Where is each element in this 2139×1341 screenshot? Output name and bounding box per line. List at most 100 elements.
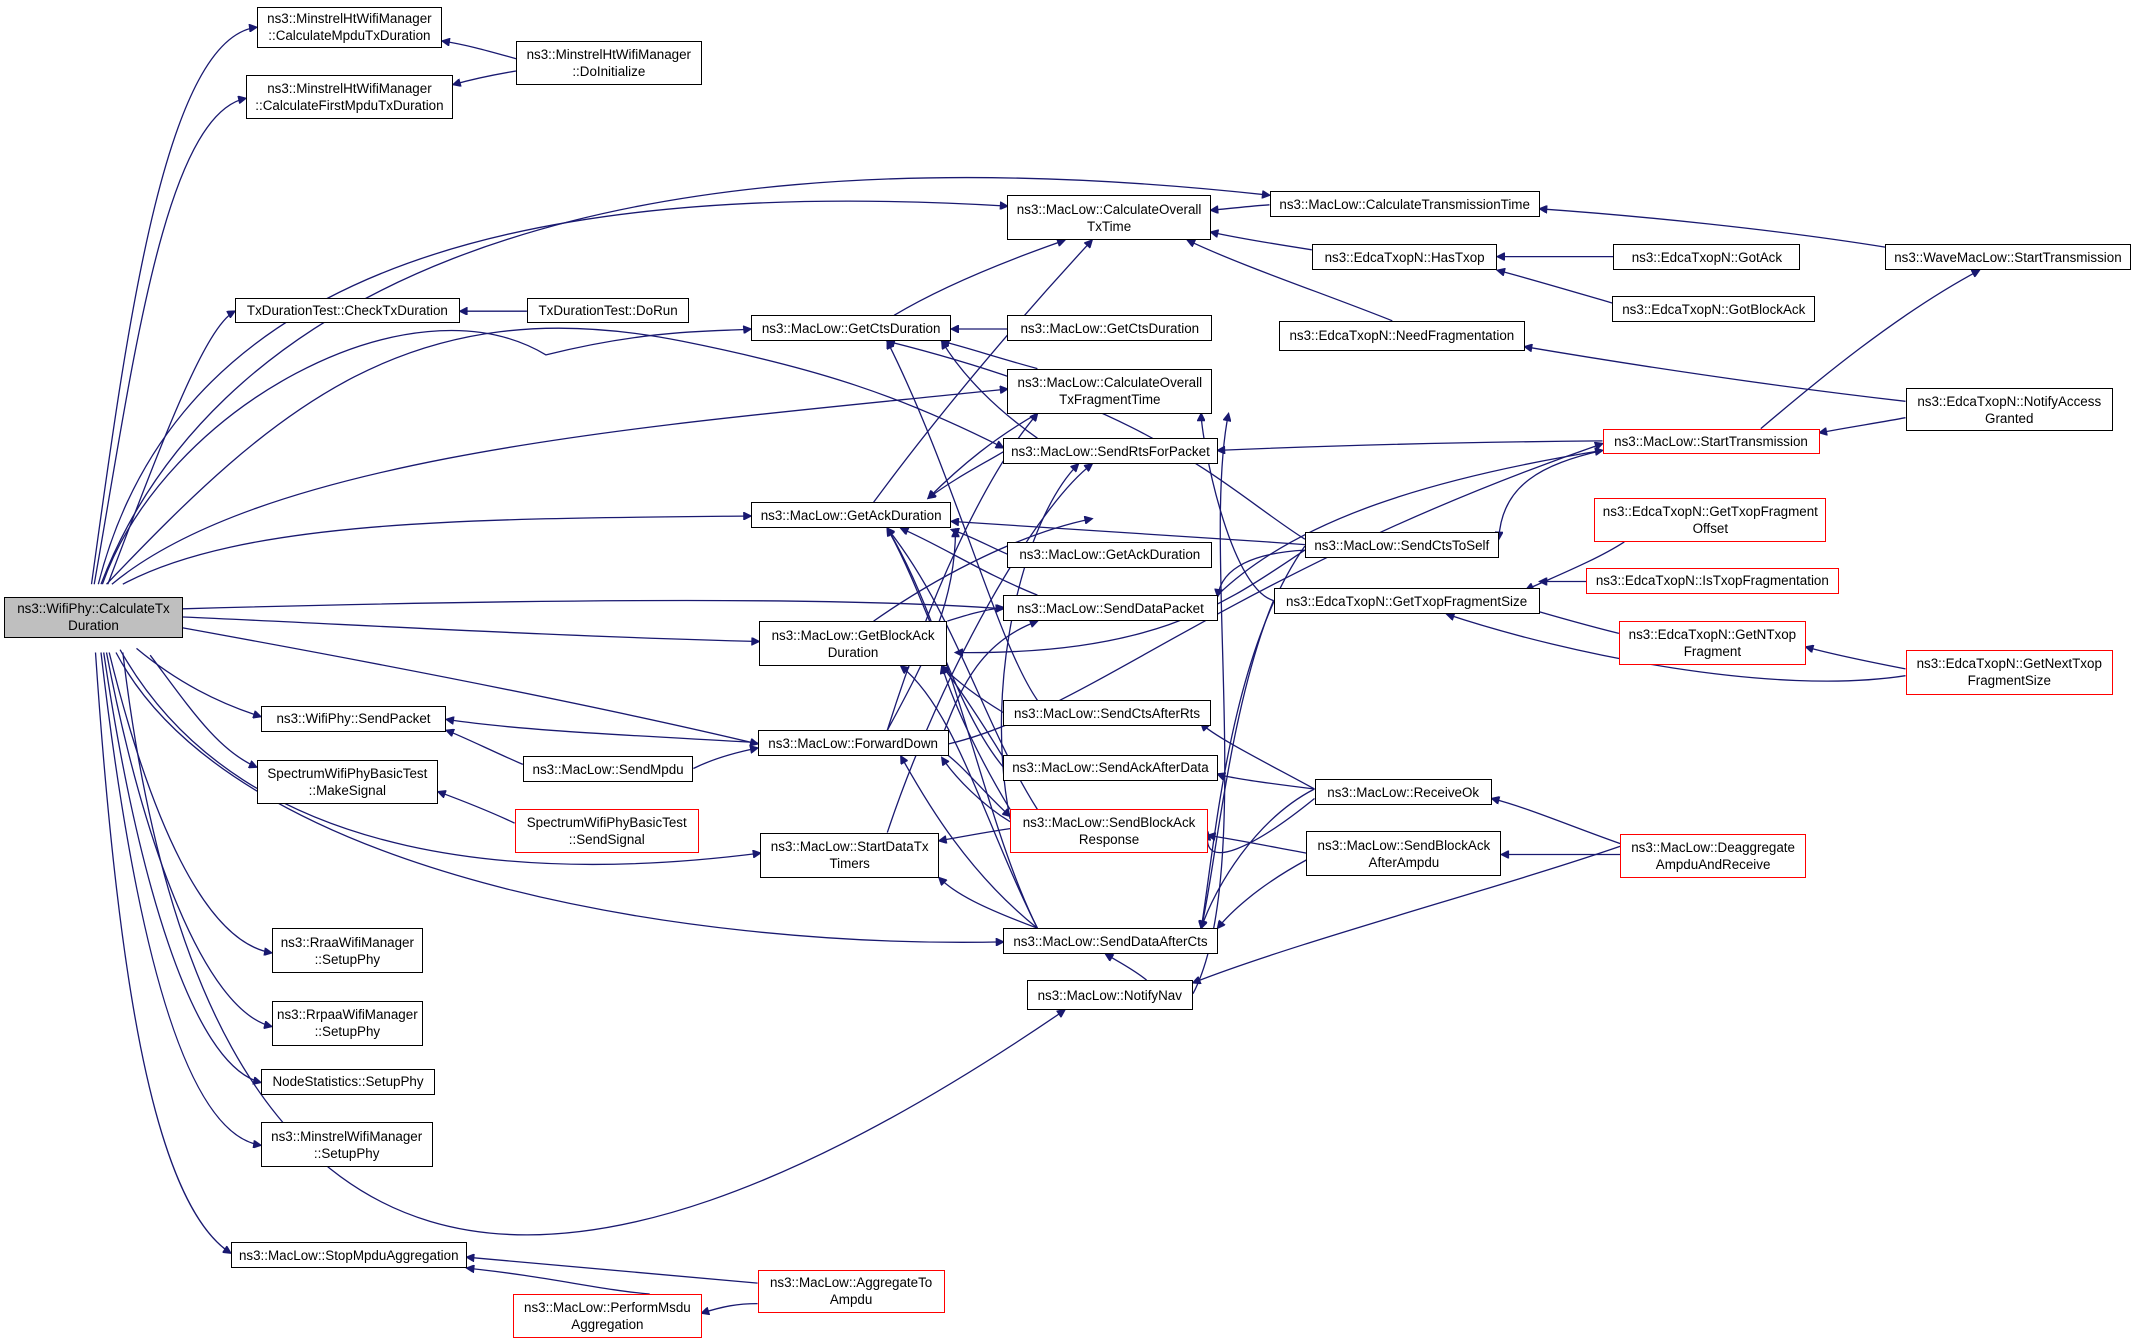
function-node[interactable]: ns3::EdcaTxopN::GetNTxop Fragment bbox=[1618, 621, 1806, 665]
call-edge-n2-to-n1 bbox=[442, 41, 517, 60]
call-edge-n31-to-n30 bbox=[446, 719, 758, 744]
function-node[interactable]: ns3::MacLow::CalculateOverall TxFragment… bbox=[1007, 368, 1213, 414]
call-edge-n15-to-n20 bbox=[928, 413, 1038, 499]
function-node[interactable]: SpectrumWifiPhyBasicTest ::MakeSignal bbox=[256, 760, 439, 804]
call-edge-n41-to-n31 bbox=[901, 756, 1038, 929]
function-node[interactable]: TxDurationTest::CheckTxDuration bbox=[234, 297, 460, 324]
call-edge-n21-to-n20 bbox=[951, 521, 1305, 546]
call-edge-n19-to-n23 bbox=[1526, 541, 1625, 590]
call-edge-n46-to-root bbox=[100, 652, 261, 1146]
call-edge-n35-to-n29 bbox=[1201, 724, 1315, 790]
call-edge-n4-to-root bbox=[97, 200, 1007, 585]
function-node[interactable]: ns3::MacLow::SendRtsForPacket bbox=[1003, 438, 1218, 465]
function-node[interactable]: ns3::MacLow::SendBlockAck AfterAmpdu bbox=[1306, 831, 1502, 877]
function-node[interactable]: ns3::EdcaTxopN::GetTxopFragment Offset bbox=[1594, 498, 1827, 542]
call-edge-n26-to-n25 bbox=[947, 607, 1003, 622]
function-node[interactable]: ns3::MacLow::SendDataAfterCts bbox=[1003, 928, 1218, 955]
call-edge-n17-to-n20 bbox=[928, 451, 1004, 498]
function-node[interactable]: ns3::MacLow::GetCtsDuration bbox=[1007, 315, 1213, 342]
function-node[interactable]: ns3::MacLow::StopMpduAggregation bbox=[230, 1242, 467, 1269]
function-node[interactable]: ns3::EdcaTxopN::GotBlockAck bbox=[1612, 296, 1816, 323]
call-edge-n40-to-n43 bbox=[1193, 845, 1621, 983]
call-edge-n45-to-root bbox=[103, 652, 261, 1083]
call-edge-n23-to-n41 bbox=[1201, 600, 1275, 929]
call-edge-n15-to-n12 bbox=[942, 341, 1038, 370]
function-node[interactable]: ns3::EdcaTxopN::GetNextTxop FragmentSize bbox=[1905, 649, 2113, 695]
call-edge-n6-to-n4 bbox=[1211, 232, 1312, 251]
function-node[interactable]: ns3::MacLow::SendCtsToSelf bbox=[1304, 532, 1499, 559]
call-edge-n48-to-n49 bbox=[702, 1302, 758, 1314]
call-edge-n26-to-root bbox=[182, 616, 759, 642]
call-edge-n47-to-root bbox=[94, 652, 231, 1254]
call-edge-n42-to-root bbox=[108, 652, 271, 953]
function-node[interactable]: ns3::MacLow::Deaggregate AmpduAndReceive bbox=[1620, 834, 1806, 878]
function-node[interactable]: ns3::MacLow::NotifyNav bbox=[1026, 980, 1193, 1011]
function-node[interactable]: ns3::MinstrelHtWifiManager ::CalculateMp… bbox=[256, 6, 443, 48]
function-node[interactable]: ns3::MacLow::CalculateTransmissionTime bbox=[1269, 191, 1540, 217]
call-edge-n21-to-n26 bbox=[956, 549, 1306, 652]
function-node[interactable]: SpectrumWifiPhyBasicTest ::SendSignal bbox=[514, 809, 699, 854]
call-edge-n25-to-root bbox=[182, 599, 1003, 608]
call-edge-n3-to-root bbox=[93, 98, 246, 585]
call-edge-n29-to-n12 bbox=[887, 341, 1038, 701]
function-node[interactable]: ns3::EdcaTxopN::HasTxop bbox=[1311, 244, 1498, 271]
function-node[interactable]: ns3::EdcaTxopN::GotAck bbox=[1613, 244, 1801, 271]
call-edge-n32-to-n30 bbox=[446, 730, 524, 765]
call-edge-n3-to-n2 bbox=[453, 70, 517, 85]
function-node[interactable]: ns3::RraaWifiManager ::SetupPhy bbox=[271, 928, 424, 974]
call-edge-n17-to-root bbox=[106, 327, 1004, 585]
call-edge-n18-to-n17 bbox=[1218, 440, 1603, 451]
call-edge-n20-to-n4 bbox=[873, 240, 1092, 503]
function-node[interactable]: ns3::MinstrelHtWifiManager ::DoInitializ… bbox=[516, 41, 702, 85]
call-edge-n41-to-n26 bbox=[901, 666, 1038, 929]
function-node[interactable]: ns3::WifiPhy::SendPacket bbox=[260, 705, 447, 732]
function-node[interactable]: ns3::MacLow::ForwardDown bbox=[757, 730, 949, 757]
call-edge-n38-to-root bbox=[119, 649, 760, 865]
function-node[interactable]: ns3::MacLow::StartDataTx Timers bbox=[760, 832, 940, 878]
function-node[interactable]: ns3::MacLow::GetCtsDuration bbox=[750, 315, 952, 342]
function-node[interactable]: ns3::MinstrelWifiManager ::SetupPhy bbox=[260, 1122, 433, 1167]
function-node[interactable]: ns3::MacLow::SendBlockAck Response bbox=[1010, 809, 1208, 854]
call-edge-n28-to-n27 bbox=[1806, 647, 1906, 670]
function-node[interactable]: ns3::MacLow::AggregateTo Ampdu bbox=[757, 1269, 945, 1314]
call-edge-n31-to-root bbox=[182, 627, 758, 744]
call-edge-n43-to-root bbox=[122, 652, 1065, 1236]
call-edge-n28-to-n23 bbox=[1447, 614, 1906, 682]
function-node[interactable]: ns3::EdcaTxopN::IsTxopFragmentation bbox=[1586, 567, 1839, 594]
call-edge-n16-to-n14 bbox=[1525, 347, 1906, 402]
root-function-node[interactable]: ns3::WifiPhy::CalculateTx Duration bbox=[4, 596, 183, 638]
call-edge-n18-to-n8 bbox=[1760, 270, 1980, 430]
call-edge-n32-to-n31 bbox=[693, 748, 757, 770]
function-node[interactable]: ns3::MacLow::SendAckAfterData bbox=[1003, 754, 1218, 781]
call-edge-n43-to-n41 bbox=[1106, 954, 1148, 981]
function-node[interactable]: ns3::EdcaTxopN::NeedFragmentation bbox=[1279, 320, 1525, 351]
function-node[interactable]: TxDurationTest::DoRun bbox=[526, 297, 690, 324]
call-edge-n38-to-n17 bbox=[886, 464, 1092, 833]
call-edge-n41-to-root bbox=[115, 652, 1003, 943]
function-node[interactable]: ns3::MacLow::SendCtsAfterRts bbox=[1003, 700, 1211, 727]
function-node[interactable]: NodeStatistics::SetupPhy bbox=[260, 1068, 436, 1095]
call-edge-n38-to-n37 bbox=[939, 827, 1011, 841]
function-node[interactable]: ns3::MacLow::GetAckDuration bbox=[1007, 541, 1213, 568]
function-node[interactable]: ns3::MacLow::SendMpdu bbox=[522, 756, 694, 783]
function-node[interactable]: ns3::MacLow::GetBlockAck Duration bbox=[758, 621, 948, 667]
function-node[interactable]: ns3::RrpaaWifiManager ::SetupPhy bbox=[271, 1000, 424, 1046]
function-node[interactable]: ns3::WaveMacLow::StartTransmission bbox=[1885, 244, 2131, 271]
function-node[interactable]: ns3::MacLow::StartTransmission bbox=[1602, 428, 1820, 455]
function-node[interactable]: ns3::MacLow::ReceiveOk bbox=[1314, 779, 1492, 806]
call-edge-n35-to-n37 bbox=[1207, 797, 1315, 854]
call-edge-n9-to-n6 bbox=[1497, 270, 1613, 304]
call-edge-n49-to-n47 bbox=[467, 1268, 650, 1295]
function-node[interactable]: ns3::MacLow::CalculateOverall TxTime bbox=[1007, 195, 1211, 241]
call-edge-n1-to-root bbox=[90, 27, 257, 585]
function-node[interactable]: ns3::MacLow::PerformMsdu Aggregation bbox=[513, 1294, 702, 1338]
call-edge-n18-to-n16 bbox=[1820, 417, 1906, 433]
function-node[interactable]: ns3::MinstrelHtWifiManager ::CalculateFi… bbox=[245, 75, 454, 119]
function-node[interactable]: ns3::EdcaTxopN::GetTxopFragmentSize bbox=[1273, 588, 1540, 615]
function-node[interactable]: ns3::MacLow::SendDataPacket bbox=[1003, 595, 1218, 621]
function-node[interactable]: ns3::MacLow::GetAckDuration bbox=[750, 502, 952, 529]
call-edge-n5-to-n4 bbox=[1211, 204, 1270, 210]
call-edge-n21-to-n25 bbox=[1218, 549, 1305, 596]
function-node[interactable]: ns3::EdcaTxopN::NotifyAccess Granted bbox=[1905, 387, 2113, 432]
